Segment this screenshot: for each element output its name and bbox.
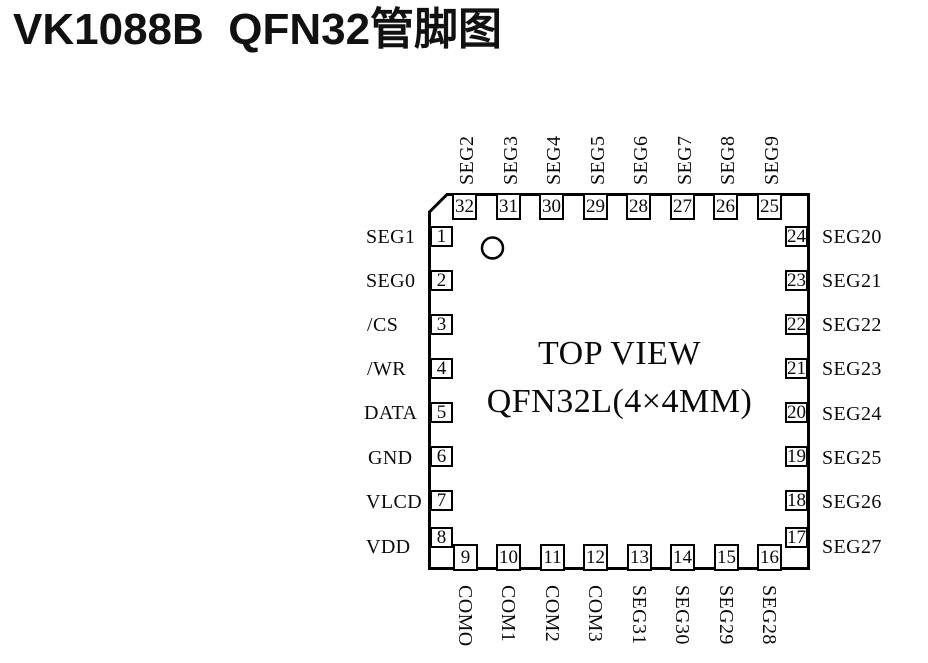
package-label: QFN32L(4×4MM) <box>486 383 753 420</box>
pin-box-17: 17 <box>785 526 808 548</box>
pin-label-27: SEG7 <box>674 135 696 185</box>
pin-label-26: SEG8 <box>717 135 739 185</box>
pin-box-12: 12 <box>583 544 608 571</box>
pin-box-7: 7 <box>430 490 453 511</box>
pin-box-19: 19 <box>785 445 808 467</box>
chip-center-text: TOP VIEW QFN32L(4×4MM) <box>430 330 809 426</box>
pin-box-31: 31 <box>496 193 521 220</box>
pin-box-11: 11 <box>540 544 565 571</box>
pin-box-24: 24 <box>785 225 808 247</box>
pin-box-16: 16 <box>757 544 782 571</box>
pin1-indicator-icon <box>480 236 505 260</box>
pin-box-29: 29 <box>583 193 608 220</box>
pin-label-29: SEG5 <box>587 135 609 185</box>
pin-box-2: 2 <box>430 270 453 291</box>
pin-box-8: 8 <box>430 527 453 548</box>
pin-label-28: SEG6 <box>630 135 652 185</box>
pin-box-4: 4 <box>430 358 453 379</box>
pin-box-28: 28 <box>626 193 651 220</box>
pin-label-3: /CS <box>367 314 399 336</box>
pin-label-8: VDD <box>366 536 411 558</box>
pin-label-32: SEG2 <box>456 135 478 185</box>
pin-box-10: 10 <box>496 544 521 571</box>
pin-box-6: 6 <box>430 446 453 467</box>
pin-label-10: COM1 <box>497 585 519 643</box>
pin-label-18: SEG26 <box>822 491 882 513</box>
pin-label-7: VLCD <box>366 491 423 513</box>
pin-label-13: SEG31 <box>628 585 650 645</box>
pin-label-17: SEG27 <box>822 536 882 558</box>
pin-label-14: SEG30 <box>671 585 693 645</box>
pin-label-15: SEG29 <box>715 585 737 645</box>
pin-label-12: COM3 <box>584 585 606 643</box>
pin-box-26: 26 <box>713 193 738 220</box>
top-view-label: TOP VIEW <box>538 335 701 372</box>
pin-box-23: 23 <box>785 269 808 291</box>
chip-body <box>428 193 810 570</box>
pin-label-25: SEG9 <box>761 135 783 185</box>
pin-box-22: 22 <box>785 313 808 335</box>
pin-box-30: 30 <box>539 193 564 220</box>
pin-box-20: 20 <box>785 401 808 423</box>
pin-label-5: DATA <box>364 402 418 424</box>
pin-label-23: SEG21 <box>822 270 882 292</box>
pin-box-25: 25 <box>757 193 782 220</box>
pin-label-31: SEG3 <box>500 135 522 185</box>
pin-label-20: SEG24 <box>822 403 882 425</box>
pin-box-14: 14 <box>670 544 695 571</box>
pin-box-9: 9 <box>453 544 478 571</box>
pin-label-1: SEG1 <box>366 226 416 248</box>
pin-label-22: SEG22 <box>822 314 882 336</box>
pin-box-5: 5 <box>430 402 453 423</box>
pin-box-18: 18 <box>785 489 808 511</box>
pin-label-2: SEG0 <box>366 270 416 292</box>
pin-box-1: 1 <box>430 226 453 247</box>
pin-label-16: SEG28 <box>758 585 780 645</box>
pin-box-13: 13 <box>627 544 652 571</box>
pin-box-21: 21 <box>785 357 808 379</box>
pin-box-32: 32 <box>452 193 477 220</box>
pin-box-3: 3 <box>430 314 453 335</box>
pin-label-6: GND <box>368 447 413 469</box>
pin-label-4: /WR <box>367 358 406 380</box>
pin-label-30: SEG4 <box>543 135 565 185</box>
page-title: VK1088B QFN32管脚图 <box>13 5 503 54</box>
pin-label-9: COMO <box>454 585 476 647</box>
pin-label-11: COM2 <box>541 585 563 643</box>
pin-label-21: SEG23 <box>822 358 882 380</box>
pin-label-24: SEG20 <box>822 226 882 248</box>
pin-box-27: 27 <box>670 193 695 220</box>
pin-label-19: SEG25 <box>822 447 882 469</box>
pin-box-15: 15 <box>714 544 739 571</box>
